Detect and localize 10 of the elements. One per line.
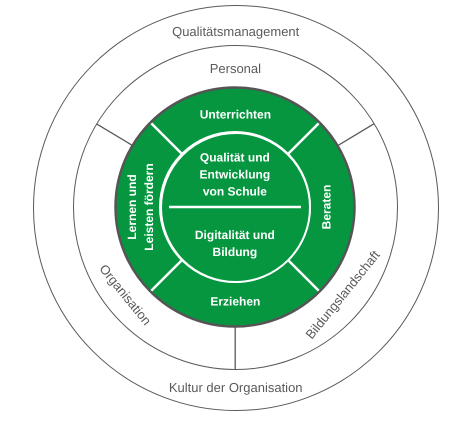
ring-segment (149, 86, 322, 154)
segment-label: Beraten (318, 185, 335, 230)
center-label: Qualität und Entwicklung von Schule (198, 149, 272, 200)
segment-label: Erziehen (210, 294, 260, 311)
segment-label: Unterrichten (200, 106, 272, 124)
ring-label: Kultur der Organisation (168, 380, 303, 396)
ring-label: Personal (210, 61, 262, 78)
segment-label: Lernen und Leisten fördern (124, 162, 157, 254)
center-label: Digitalität und Bildung (194, 226, 276, 261)
ring-label: Qualitätsmanagement (172, 24, 300, 40)
